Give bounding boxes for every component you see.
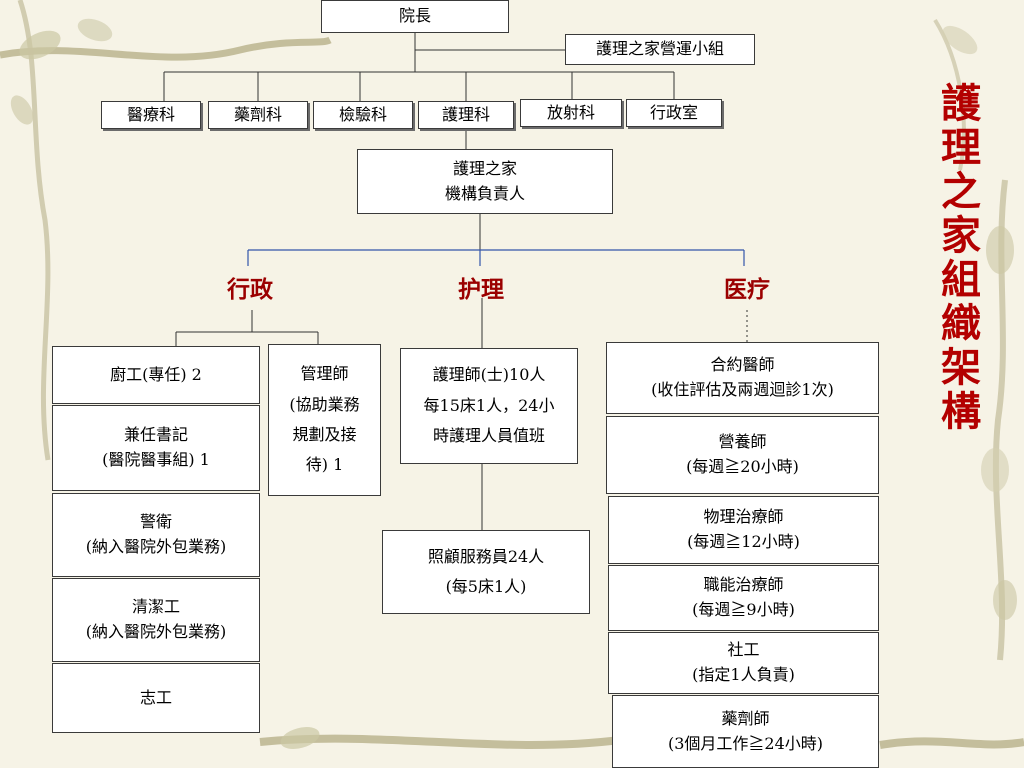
clerk-box: 兼任書記 (醫院醫事組) 1 xyxy=(52,405,260,491)
nurse-line2: 每15床1人，24小 xyxy=(423,395,555,415)
physical-therapist-line1: 物理治療師 xyxy=(703,507,784,527)
president-box: 院長 xyxy=(321,0,509,33)
dietitian-line1: 營養師 xyxy=(718,432,767,452)
dept-radiology-label: 放射科 xyxy=(546,102,595,122)
guard-box: 警衛 (納入醫院外包業務) xyxy=(52,493,260,577)
president-label: 院長 xyxy=(398,6,431,26)
manager-line1: 管理師 xyxy=(300,364,349,384)
dept-pharmacy: 藥劑科 xyxy=(208,101,308,129)
director-line1: 護理之家 xyxy=(452,158,517,178)
director-line2: 機構負責人 xyxy=(444,183,525,203)
category-admin: 行政 xyxy=(227,277,273,303)
doctor-line2: (收住評估及兩週迴診1次) xyxy=(651,380,834,399)
dept-radiology: 放射科 xyxy=(520,99,622,127)
dept-admin-office-label: 行政室 xyxy=(649,102,698,122)
occupational-therapist-box: 職能治療師 (每週≧9小時) xyxy=(608,565,879,631)
cleaner-line1: 清潔工 xyxy=(131,597,180,617)
doctor-line1: 合約醫師 xyxy=(710,355,775,375)
pharmacist-line1: 藥劑師 xyxy=(721,708,770,728)
dietitian-box: 營養師 (每週≧20小時) xyxy=(606,416,879,494)
chef-label: 廚工(專任) 2 xyxy=(110,364,202,384)
dept-admin-office: 行政室 xyxy=(626,99,722,127)
manager-line2: (協助業務 xyxy=(289,394,360,414)
committee-label: 護理之家營運小組 xyxy=(595,39,724,59)
volunteer-label: 志工 xyxy=(139,687,172,707)
dept-nursing-label: 護理科 xyxy=(441,104,490,124)
dietitian-line2: (每週≧20小時) xyxy=(686,457,799,476)
slide-title: 護理之家組織架構 xyxy=(941,81,981,435)
nurse-box: 護理師(士)10人 每15床1人，24小 時護理人員值班 xyxy=(400,348,578,464)
clerk-line2: (醫院醫事組) 1 xyxy=(102,450,210,469)
pharmacist-box: 藥劑師 (3個月工作≧24小時) xyxy=(612,695,879,768)
category-nursing: 护理 xyxy=(458,277,504,303)
occupational-therapist-line1: 職能治療師 xyxy=(703,575,784,595)
nurse-line1: 護理師(士)10人 xyxy=(432,365,546,385)
occupational-therapist-line2: (每週≧9小時) xyxy=(692,600,795,619)
manager-box: 管理師 (協助業務 規劃及接 待) 1 xyxy=(268,344,381,496)
director-box: 護理之家 機構負責人 xyxy=(357,149,613,214)
dept-lab: 檢驗科 xyxy=(313,101,413,129)
chef-box: 廚工(專任) 2 xyxy=(52,346,260,404)
nurse-line3: 時護理人員值班 xyxy=(432,426,545,446)
doctor-box: 合約醫師 (收住評估及兩週迴診1次) xyxy=(606,342,879,414)
dept-medical: 醫療科 xyxy=(101,101,201,129)
committee-box: 護理之家營運小組 xyxy=(565,34,755,65)
category-medical: 医疗 xyxy=(724,277,770,303)
dept-nursing: 護理科 xyxy=(418,101,514,129)
manager-line4: 待) 1 xyxy=(305,455,344,475)
dept-medical-label: 醫療科 xyxy=(126,104,175,124)
cleaner-box: 清潔工 (納入醫院外包業務) xyxy=(52,578,260,662)
volunteer-box: 志工 xyxy=(52,663,260,733)
manager-line3: 規劃及接 xyxy=(292,425,357,444)
care-aide-box: 照顧服務員24人 (每5床1人) xyxy=(382,530,590,614)
care-aide-line1: 照顧服務員24人 xyxy=(427,546,545,566)
dept-pharmacy-label: 藥劑科 xyxy=(233,104,282,124)
physical-therapist-line2: (每週≧12小時) xyxy=(687,532,800,551)
social-worker-box: 社工 (指定1人負責) xyxy=(608,632,879,694)
dept-lab-label: 檢驗科 xyxy=(338,104,387,124)
guard-line2: (納入醫院外包業務) xyxy=(85,537,227,556)
guard-line1: 警衛 xyxy=(139,512,172,532)
care-aide-line2: (每5床1人) xyxy=(445,577,527,596)
social-worker-line2: (指定1人負責) xyxy=(692,665,795,684)
physical-therapist-box: 物理治療師 (每週≧12小時) xyxy=(608,496,879,564)
social-worker-line1: 社工 xyxy=(727,640,760,660)
cleaner-line2: (納入醫院外包業務) xyxy=(85,622,227,641)
pharmacist-line2: (3個月工作≧24小時) xyxy=(667,733,824,753)
clerk-line1: 兼任書記 xyxy=(123,425,188,445)
